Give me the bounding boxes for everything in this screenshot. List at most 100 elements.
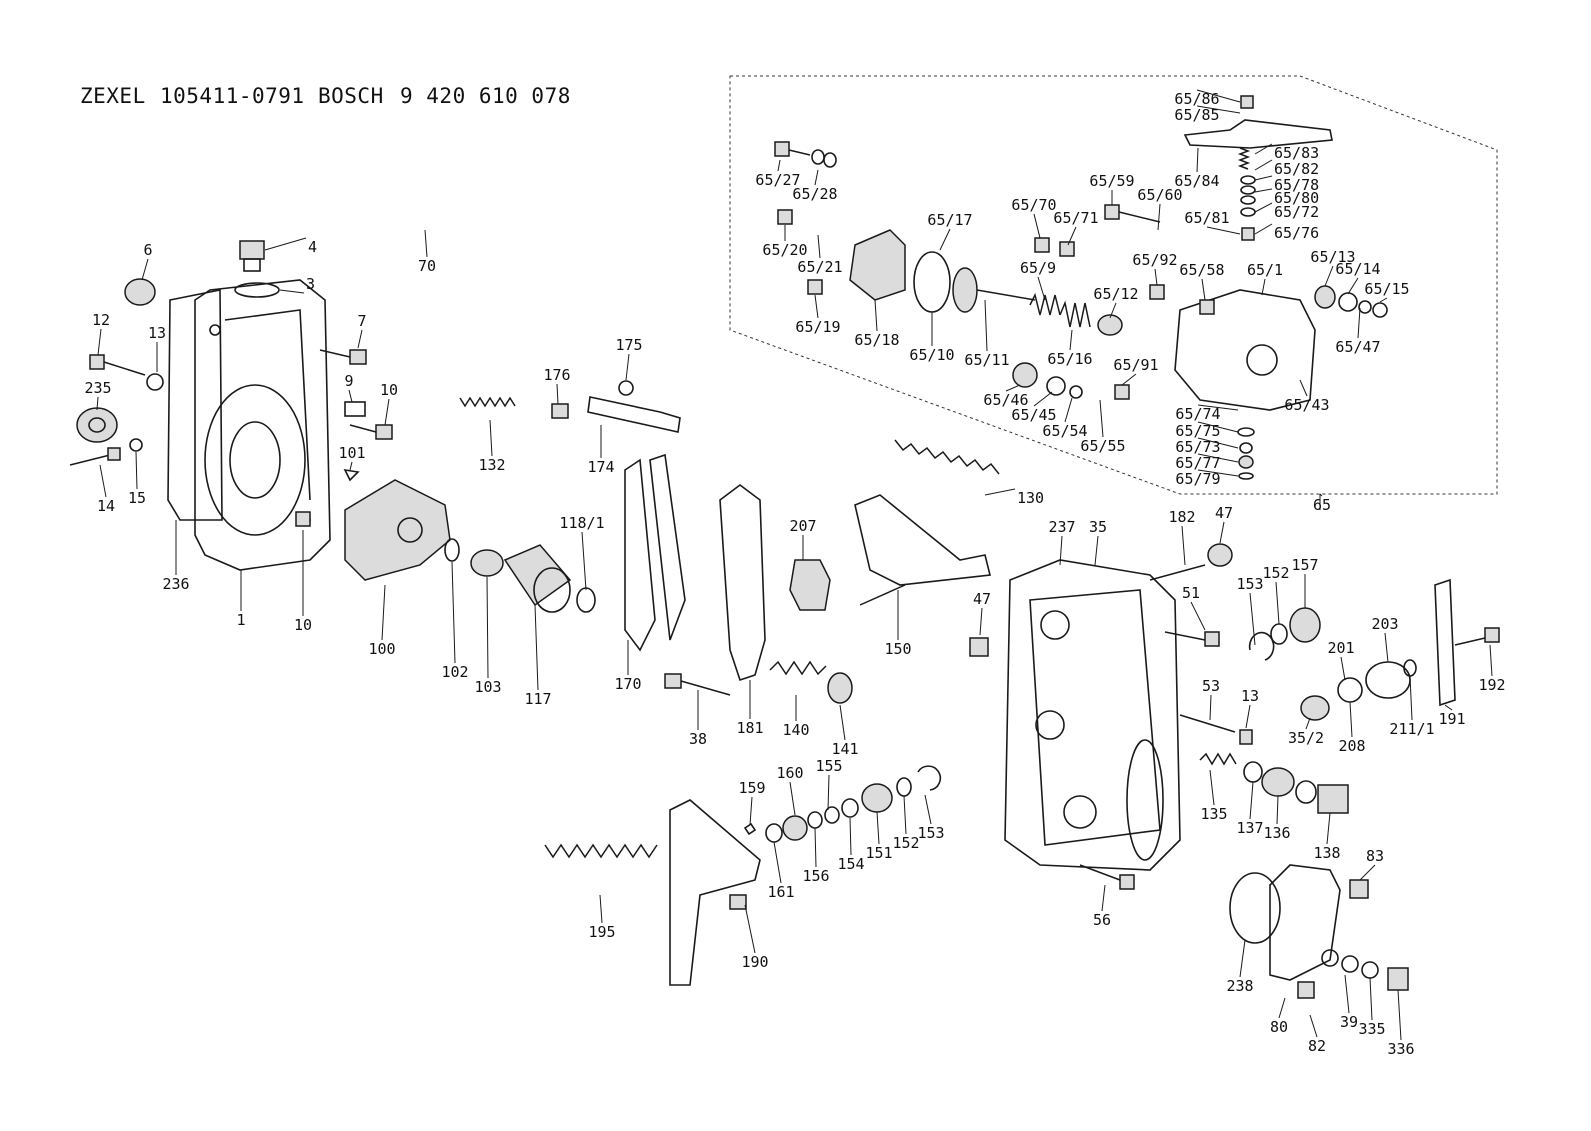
leader-line (1275, 581, 1280, 625)
part-label-65-77: 65/77 (1175, 454, 1220, 472)
leader-line (1319, 493, 1323, 497)
leader-line (1067, 226, 1077, 246)
leader-line (1206, 226, 1241, 235)
part-label-65-83: 65/83 (1274, 144, 1319, 162)
part-label-153: 153 (917, 824, 944, 842)
part-label-175: 175 (615, 336, 642, 354)
leader-line (1344, 974, 1350, 1014)
leader-line (924, 794, 932, 825)
leader-line (1069, 329, 1073, 351)
part-label-155: 155 (815, 757, 842, 775)
part-label-235: 235 (84, 379, 111, 397)
part-label-195: 195 (588, 923, 615, 941)
leader-line (1249, 592, 1256, 646)
leader-line (424, 229, 428, 258)
part-label-150: 150 (884, 640, 911, 658)
part-label-159: 159 (738, 779, 765, 797)
leader-line (1219, 521, 1225, 544)
leader-line (1349, 701, 1353, 738)
leader-line (903, 795, 907, 835)
leader-line (534, 604, 539, 691)
governor-cover-group (969, 543, 1500, 890)
part-label-70: 70 (418, 257, 436, 275)
leader-line (1197, 404, 1239, 411)
part-label-65-45: 65/45 (1011, 406, 1056, 424)
subassembly-65-parts (774, 95, 1388, 480)
part-label-65-92: 65/92 (1132, 251, 1177, 269)
part-label-1: 1 (236, 611, 245, 629)
leader-line (1239, 939, 1246, 978)
leader-line (1109, 302, 1117, 319)
leader-line (1196, 147, 1199, 173)
part-label-65-76: 65/76 (1274, 224, 1319, 242)
part-label-170: 170 (614, 675, 641, 693)
part-label-65-81: 65/81 (1184, 209, 1229, 227)
part-label-156: 156 (802, 867, 829, 885)
part-label-13: 13 (148, 324, 166, 342)
leader-line (1254, 202, 1273, 213)
part-label-10: 10 (380, 381, 398, 399)
part-label-117: 117 (524, 690, 551, 708)
leader-line (1369, 977, 1373, 1021)
part-label-65-71: 65/71 (1053, 209, 1098, 227)
part-label-65-60: 65/60 (1137, 186, 1182, 204)
leader-line (1209, 694, 1212, 721)
part-label-65-21: 65/21 (797, 258, 842, 276)
title-maker-zexel: ZEXEL (80, 84, 146, 108)
leader-line (1197, 421, 1239, 433)
part-label-201: 201 (1327, 639, 1354, 657)
part-label-65-54: 65/54 (1042, 422, 1087, 440)
part-label-203: 203 (1371, 615, 1398, 633)
leader-line (814, 827, 817, 868)
part-label-65-17: 65/17 (927, 211, 972, 229)
part-label-65-55: 65/55 (1080, 437, 1125, 455)
part-label-238: 238 (1226, 977, 1253, 995)
leader-line (1326, 812, 1331, 845)
leader-line (384, 398, 390, 426)
part-label-65-28: 65/28 (792, 185, 837, 203)
leader-line (839, 704, 846, 741)
part-label-65-80: 65/80 (1274, 189, 1319, 207)
part-label-15: 15 (128, 489, 146, 507)
leader-line (1254, 223, 1273, 235)
leader-line (264, 237, 307, 251)
lower-cover-group (1229, 864, 1409, 999)
part-label-65-27: 65/27 (755, 171, 800, 189)
leader-line (1197, 469, 1239, 477)
leader-line (1037, 276, 1046, 301)
leader-line (1384, 632, 1389, 663)
leader-line (1094, 535, 1099, 566)
leader-line (1157, 203, 1161, 231)
leader-line (1357, 307, 1361, 339)
leader-line (1190, 601, 1206, 631)
leader-line (817, 234, 821, 259)
part-label-130: 130 (1017, 489, 1044, 507)
part-label-65-1: 65/1 (1247, 261, 1283, 279)
leader-line (99, 464, 107, 498)
leader-line (1278, 997, 1286, 1019)
leader-line (135, 451, 138, 490)
part-label-65-75: 65/75 (1175, 422, 1220, 440)
part-label-65-73: 65/73 (1175, 438, 1220, 456)
part-label-132: 132 (478, 456, 505, 474)
leader-line (984, 299, 988, 352)
part-label-47: 47 (1215, 504, 1233, 522)
part-label-35-2: 35/2 (1288, 729, 1324, 747)
leader-line (1181, 525, 1186, 566)
part-label-182: 182 (1168, 508, 1195, 526)
leader-line (96, 396, 99, 411)
part-label-181: 181 (736, 719, 763, 737)
leader-line (749, 796, 753, 826)
leader-line (1254, 175, 1273, 181)
part-label-140: 140 (782, 721, 809, 739)
leader-line (141, 258, 149, 281)
part-label-192: 192 (1478, 676, 1505, 694)
part-label-65-10: 65/10 (909, 346, 954, 364)
part-label-9: 9 (344, 372, 353, 390)
leader-line (814, 294, 819, 319)
leader-line (1196, 89, 1241, 103)
leader-line (1033, 391, 1053, 407)
part-label-7: 7 (357, 312, 366, 330)
